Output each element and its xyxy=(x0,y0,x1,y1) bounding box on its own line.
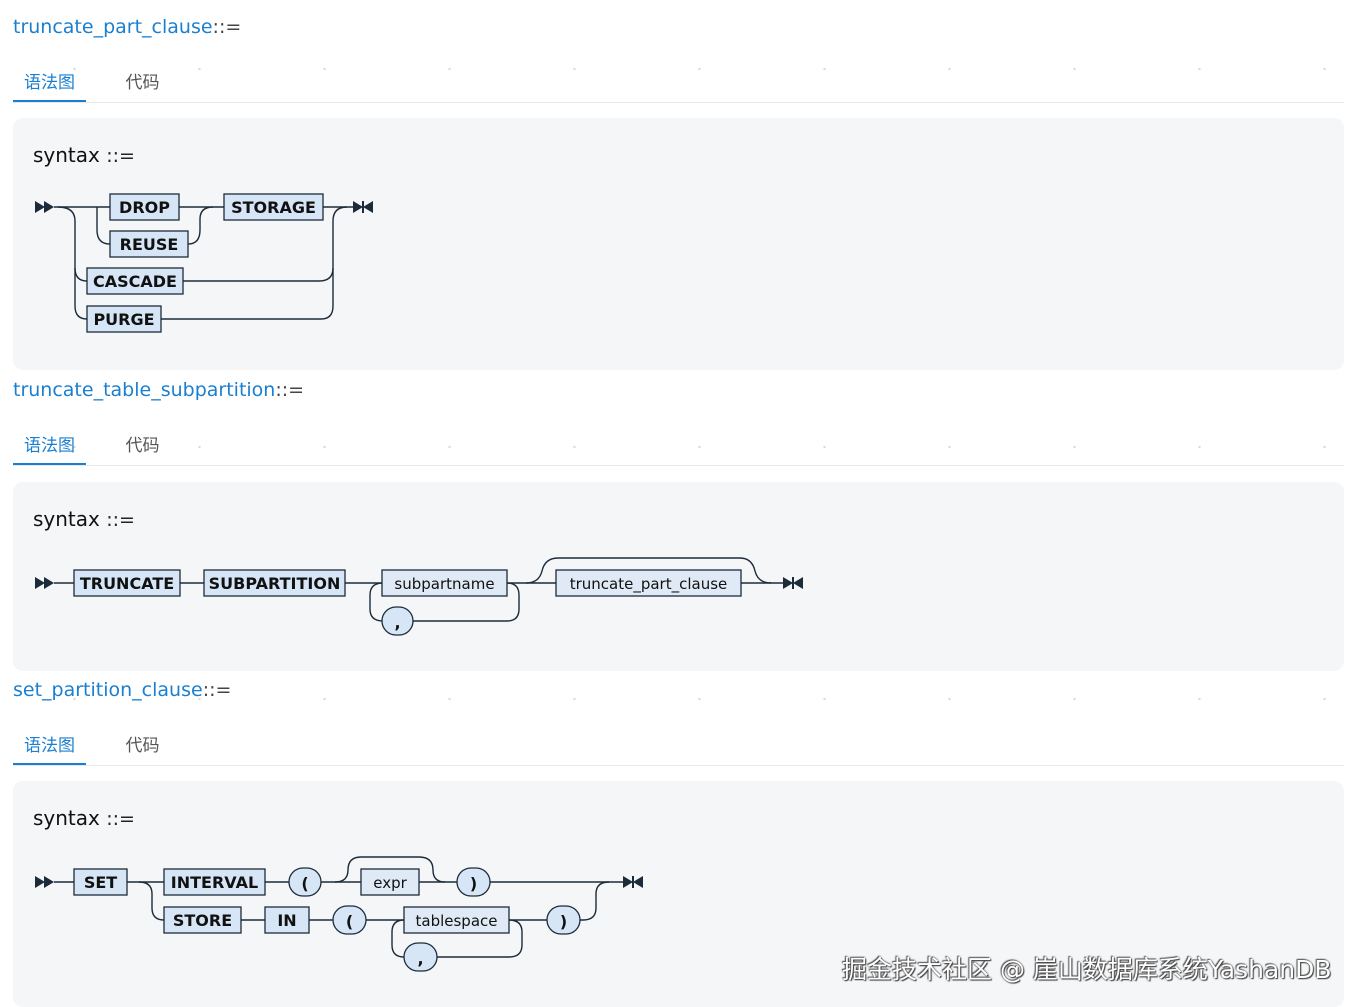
section-truncate-table-subpartition: truncate_table_subpartition::= 语法图 代码 sy… xyxy=(13,377,1344,673)
keyword-in: IN xyxy=(264,906,310,934)
tab-bar: 语法图 代码 xyxy=(13,66,1344,103)
keyword-cascade: CASCADE xyxy=(86,267,184,295)
railroad-diagram: TRUNCATE SUBPARTITION subpartname , trun… xyxy=(35,557,803,636)
tab-bar: 语法图 代码 xyxy=(13,729,1344,766)
watermark: 掘金技术社区 @ 崖山数据库系统YashanDB xyxy=(842,955,1332,984)
rule-definition-operator: ::= xyxy=(275,379,305,401)
svg-text:IN: IN xyxy=(277,911,296,930)
nonterminal-subpartname: subpartname xyxy=(381,569,508,597)
rule-title: set_partition_clause::= xyxy=(13,677,231,703)
keyword-truncate: TRUNCATE xyxy=(73,569,181,597)
tab-code[interactable]: 代码 xyxy=(125,736,160,756)
symbol-comma: , xyxy=(403,942,438,972)
svg-text:(: ( xyxy=(346,912,353,931)
start-marker xyxy=(35,876,54,888)
svg-text:DROP: DROP xyxy=(119,198,170,217)
diagram-panel: syntax ::= TRUNCATE SUBPARTITION xyxy=(13,482,1344,671)
end-marker xyxy=(783,577,803,589)
diagram-panel: syntax ::= DROP xyxy=(13,118,1344,370)
tab-code[interactable]: 代码 xyxy=(125,73,160,93)
railroad-diagram: SET INTERVAL ( expr ) STORE xyxy=(35,856,643,972)
railroad-diagram: DROP REUSE STORAGE CASCADE PURGE xyxy=(35,193,373,333)
symbol-left-paren: ( xyxy=(288,867,322,897)
end-marker xyxy=(623,876,643,888)
end-marker xyxy=(353,201,373,213)
svg-text:STORE: STORE xyxy=(173,911,232,930)
symbol-right-paren: ) xyxy=(456,867,491,897)
svg-text:,: , xyxy=(394,613,400,632)
svg-text:INTERVAL: INTERVAL xyxy=(171,873,258,892)
svg-text:tablespace: tablespace xyxy=(416,912,498,930)
rule-name-link[interactable]: truncate_part_clause xyxy=(13,16,213,38)
keyword-store: STORE xyxy=(163,906,242,934)
svg-text:STORAGE: STORAGE xyxy=(231,198,316,217)
symbol-comma: , xyxy=(381,606,414,636)
keyword-interval: INTERVAL xyxy=(163,868,266,896)
symbol-right-paren-2: ) xyxy=(546,905,581,935)
svg-text:): ) xyxy=(470,874,477,893)
nonterminal-expr: expr xyxy=(360,868,420,896)
svg-text:PURGE: PURGE xyxy=(93,310,154,329)
symbol-left-paren-2: ( xyxy=(332,905,367,935)
keyword-storage: STORAGE xyxy=(223,193,324,221)
rule-name-link[interactable]: set_partition_clause xyxy=(13,679,203,701)
nonterminal-truncate-part-clause: truncate_part_clause xyxy=(555,569,742,597)
svg-text:,: , xyxy=(417,949,423,968)
rule-definition-operator: ::= xyxy=(202,679,232,701)
svg-text:REUSE: REUSE xyxy=(120,235,179,254)
svg-text:TRUNCATE: TRUNCATE xyxy=(80,574,174,593)
nonterminal-tablespace: tablespace xyxy=(403,906,510,934)
svg-text:subpartname: subpartname xyxy=(394,575,494,593)
keyword-purge: PURGE xyxy=(86,305,162,333)
rule-definition-operator: ::= xyxy=(212,16,242,38)
svg-text:): ) xyxy=(560,912,567,931)
tab-bar: 语法图 代码 xyxy=(13,429,1344,466)
svg-text:(: ( xyxy=(301,874,308,893)
rule-title: truncate_part_clause::= xyxy=(13,14,241,40)
svg-text:expr: expr xyxy=(373,874,407,892)
section-truncate-part-clause: truncate_part_clause::= 语法图 代码 syntax ::… xyxy=(13,14,1344,372)
keyword-drop: DROP xyxy=(109,193,180,221)
rule-name-link[interactable]: truncate_table_subpartition xyxy=(13,379,276,401)
keyword-reuse: REUSE xyxy=(109,230,189,258)
svg-text:CASCADE: CASCADE xyxy=(93,272,177,291)
svg-text:truncate_part_clause: truncate_part_clause xyxy=(570,575,728,594)
tab-syntax-diagram[interactable]: 语法图 xyxy=(13,729,86,765)
svg-text:SET: SET xyxy=(84,873,117,892)
start-marker xyxy=(35,577,54,589)
rule-title: truncate_table_subpartition::= xyxy=(13,377,304,403)
svg-text:SUBPARTITION: SUBPARTITION xyxy=(209,574,341,593)
tab-syntax-diagram[interactable]: 语法图 xyxy=(13,66,86,102)
keyword-set: SET xyxy=(73,868,128,896)
tab-syntax-diagram[interactable]: 语法图 xyxy=(13,429,86,465)
tab-code[interactable]: 代码 xyxy=(125,436,160,456)
keyword-subpartition: SUBPARTITION xyxy=(203,569,346,597)
start-marker xyxy=(35,201,54,213)
